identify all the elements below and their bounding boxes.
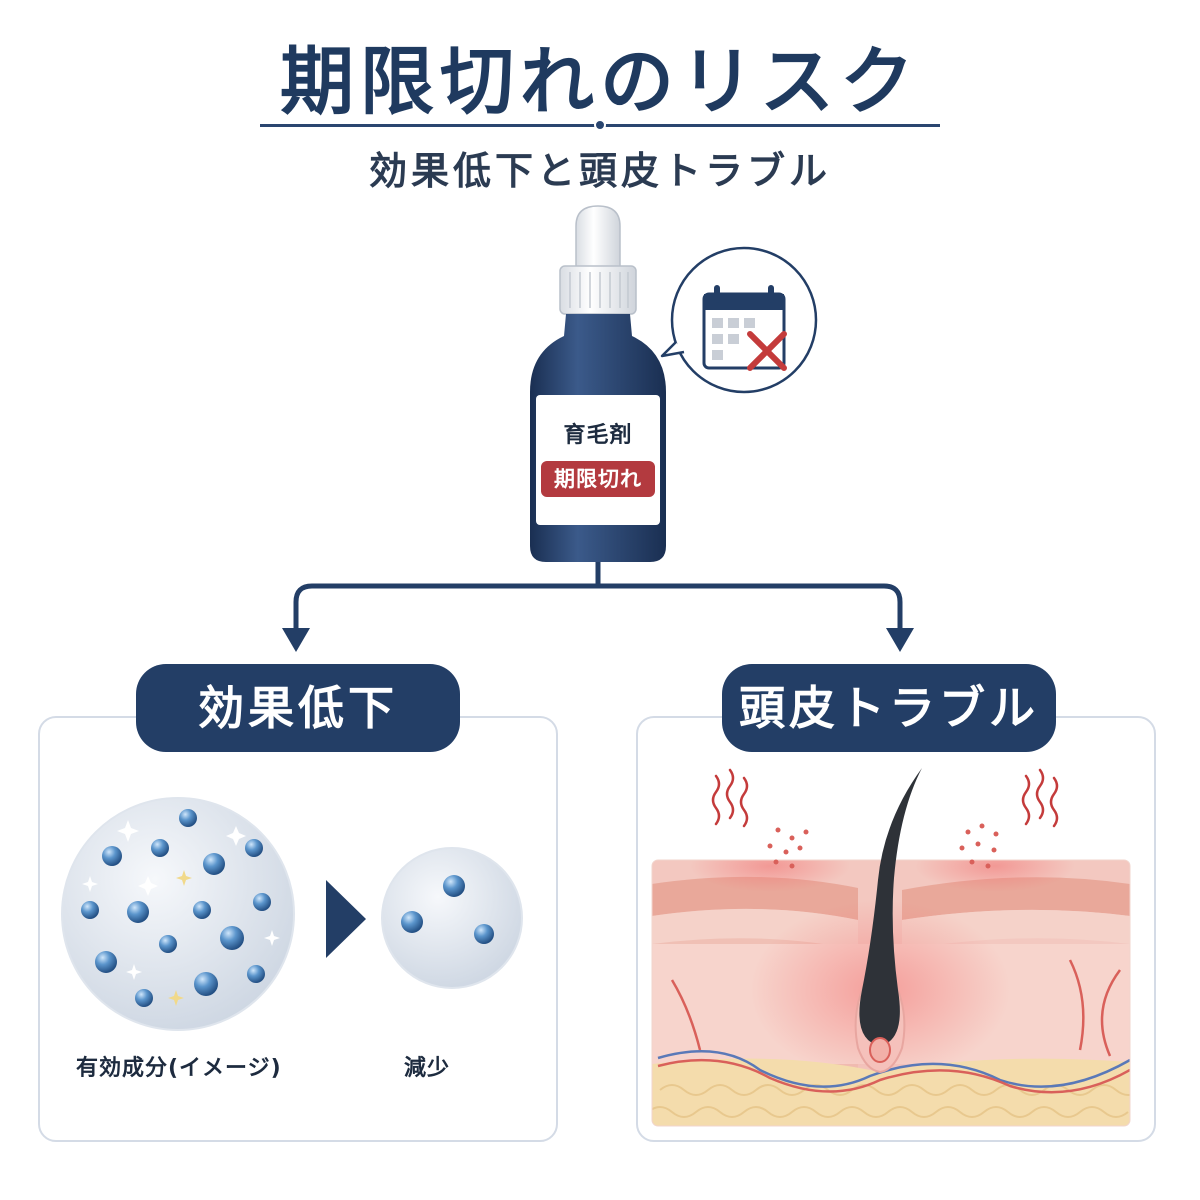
arrow-down-left-icon bbox=[282, 628, 310, 652]
triangle-arrow-icon bbox=[326, 880, 366, 958]
hair-strand-icon bbox=[859, 768, 922, 1063]
scalp-trouble-label: 頭皮トラブル bbox=[722, 664, 1056, 752]
arrow-down-right-icon bbox=[886, 628, 914, 652]
expired-calendar-icon bbox=[660, 246, 818, 394]
title-divider-dot bbox=[594, 119, 606, 131]
effect-decline-label: 効果低下 bbox=[136, 664, 460, 752]
branch-connector bbox=[293, 562, 903, 628]
irritation-icon bbox=[711, 768, 1059, 828]
ingredient-sphere-full bbox=[61, 797, 295, 1031]
ingredient-sphere-reduced bbox=[381, 847, 523, 989]
product-name: 育毛剤 bbox=[563, 423, 633, 448]
reduced-caption: 減少 bbox=[404, 1056, 451, 1081]
scalp-cross-section bbox=[652, 860, 1130, 1126]
active-ingredient-caption: 有効成分(イメージ) bbox=[76, 1056, 282, 1081]
page-subtitle: 効果低下と頭皮トラブル bbox=[368, 149, 831, 193]
inflammation-dots-icon bbox=[767, 823, 999, 869]
page-title: 期限切れのリスク bbox=[280, 39, 920, 125]
expired-badge: 期限切れ bbox=[541, 461, 655, 497]
bottle-label: 育毛剤 期限切れ bbox=[536, 395, 660, 525]
